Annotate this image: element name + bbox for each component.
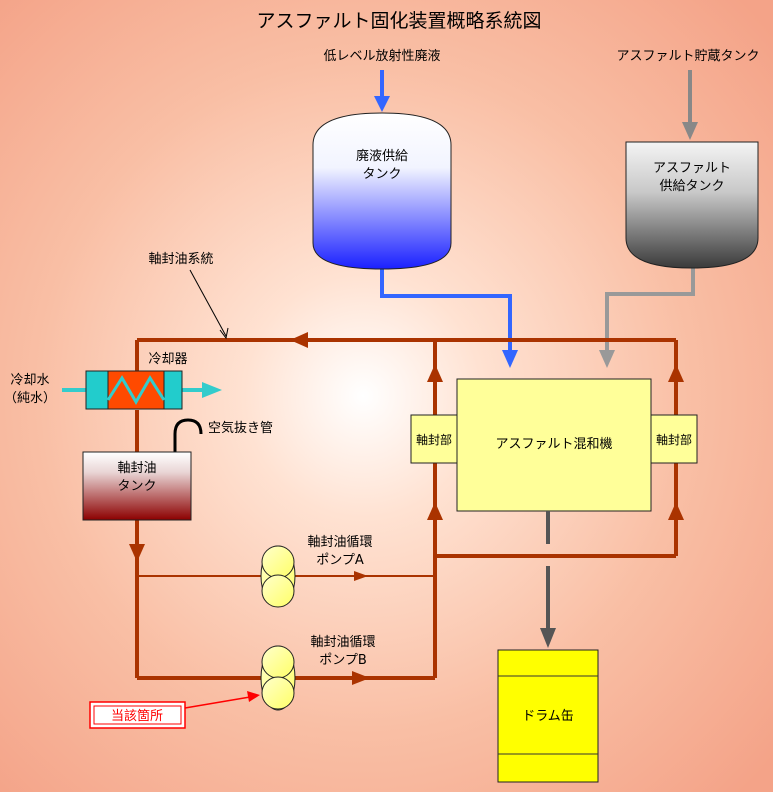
asphalt-line: アスファルト貯蔵タンク	[599, 49, 760, 368]
waste-liquid-label: 低レベル放射性廃液	[323, 48, 440, 64]
seal-tank-label-2: タンク	[117, 479, 156, 494]
waste-feed-tank: 廃液供給 タンク	[312, 112, 452, 270]
flow-arrow-up-icon	[427, 502, 443, 520]
shaft-seal-left: 軸封部	[410, 414, 458, 464]
cooling-water-arrow-icon	[202, 382, 222, 398]
cooling-water-label-2: （純水）	[4, 391, 56, 406]
pump-b: 軸封油循環 ポンプB	[260, 635, 376, 711]
pump-a-label-2: ポンプA	[316, 553, 364, 568]
cooler-label: 冷却器	[148, 352, 187, 367]
waste-arrow-down-icon	[502, 350, 518, 368]
flow-arrow-down-icon	[129, 544, 145, 562]
asphalt-arrow-down-icon	[599, 350, 615, 368]
cooling-water-label-1: 冷却水	[10, 373, 49, 388]
seal-tank-label-1: 軸封油	[117, 461, 156, 476]
pump-a-label-1: 軸封油循環	[307, 535, 372, 550]
asphalt-storage-label: アスファルト貯蔵タンク	[616, 49, 759, 64]
waste-tank-label-2: タンク	[362, 167, 401, 182]
shaft-seal-right: 軸封部	[650, 414, 698, 464]
drum-arrow-down-icon	[540, 628, 556, 648]
asphalt-tank-label-2: 供給タンク	[659, 179, 724, 194]
drum-can: ドラム缶	[497, 649, 599, 783]
diagram-title: アスファルト固化装置概略系統図	[256, 10, 541, 32]
relevant-location-callout: 当該箇所	[89, 691, 260, 729]
asphalt-tank-label-1: アスファルト	[653, 161, 731, 176]
seal-system-pointer	[189, 269, 227, 337]
waste-liquid-line: 低レベル放射性廃液	[323, 48, 518, 368]
pump-a: 軸封油循環 ポンプA	[260, 535, 373, 608]
seal-oil-arrows	[129, 332, 684, 685]
shaft-seal-right-label: 軸封部	[656, 432, 692, 447]
air-vent-label: 空気抜き管	[208, 420, 273, 436]
mixer-label: アスファルト混和機	[495, 437, 612, 452]
pump-b-label-2: ポンプB	[319, 653, 367, 668]
drum-label: ドラム缶	[522, 709, 574, 724]
asphalt-mixer: アスファルト混和機	[456, 378, 652, 512]
cooler: 冷却器	[62, 352, 222, 410]
shaft-seal-left-label: 軸封部	[416, 432, 452, 447]
flow-arrow-up-icon	[668, 502, 684, 520]
seal-system-label: 軸封油系統	[148, 252, 213, 267]
flow-arrow-right-icon	[352, 671, 370, 685]
callout-arrow-icon	[247, 691, 260, 702]
asphalt-feed-tank: アスファルト 供給タンク	[625, 141, 759, 269]
flow-arrow-up-icon	[427, 364, 443, 382]
relevant-location-label: 当該箇所	[111, 708, 163, 724]
flow-arrow-right-icon	[354, 571, 368, 581]
seal-oil-tank: 軸封油 タンク	[82, 451, 192, 521]
flow-arrow-up-icon	[668, 364, 684, 382]
flow-arrow-left-icon	[290, 332, 308, 348]
air-vent-pipe	[173, 418, 203, 452]
waste-tank-label-1: 廃液供給	[356, 148, 408, 164]
pump-b-label-1: 軸封油循環	[310, 635, 375, 650]
